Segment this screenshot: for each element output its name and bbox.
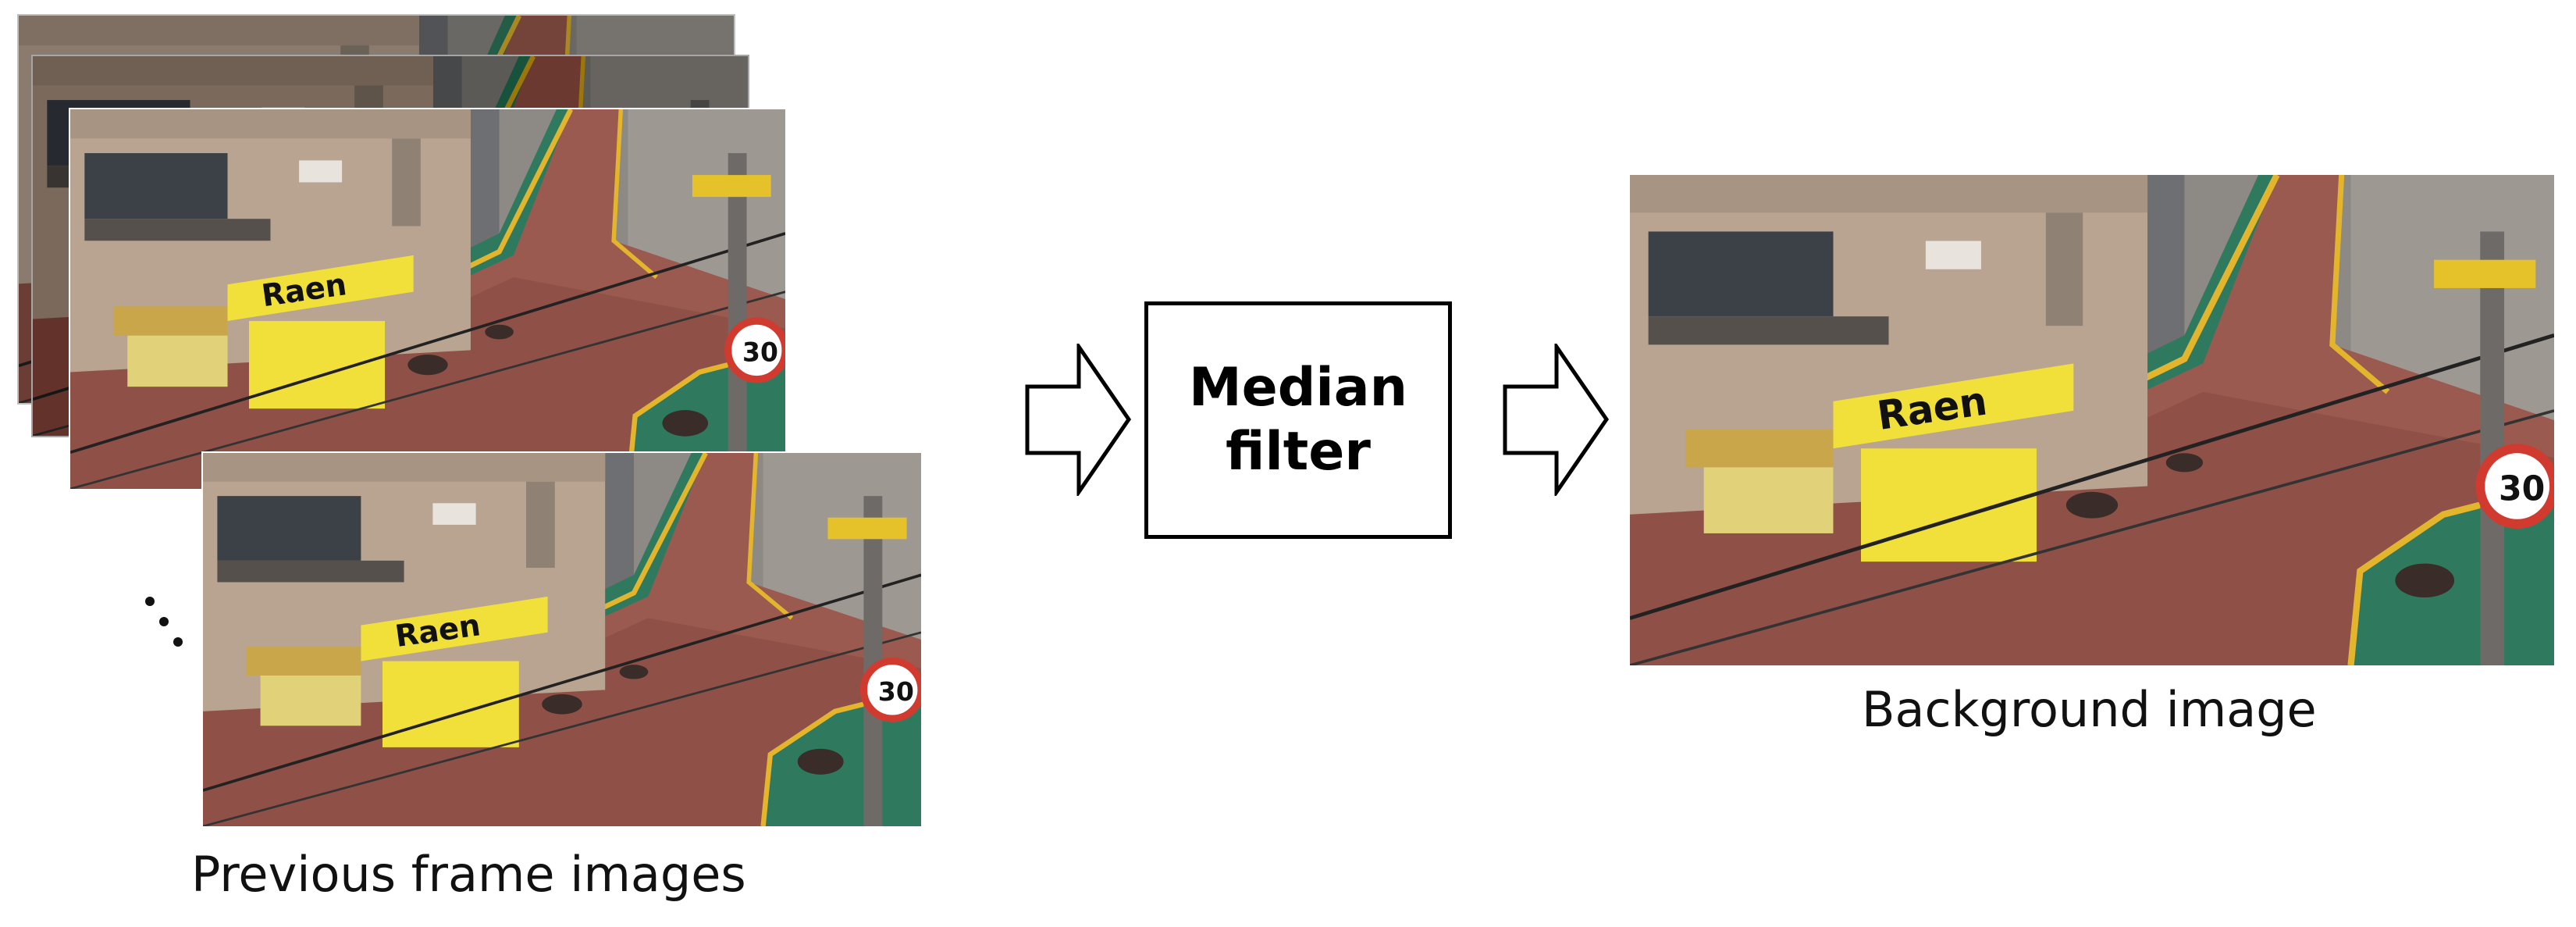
arrow-right-icon — [1503, 344, 1610, 496]
frame-image-back-3 — [69, 108, 787, 490]
background-image-caption: Background image — [1862, 681, 2317, 738]
median-filter-box: Median filter — [1144, 301, 1452, 539]
previous-frames-caption: Previous frame images — [191, 846, 746, 903]
background-image — [1628, 173, 2556, 667]
frame-image-front — [201, 451, 923, 828]
arrow-right-icon — [1025, 344, 1132, 496]
median-filter-line1: Median — [1188, 357, 1408, 419]
median-filter-line2: filter — [1226, 421, 1371, 483]
median-filter-label: Median filter — [1189, 356, 1407, 484]
